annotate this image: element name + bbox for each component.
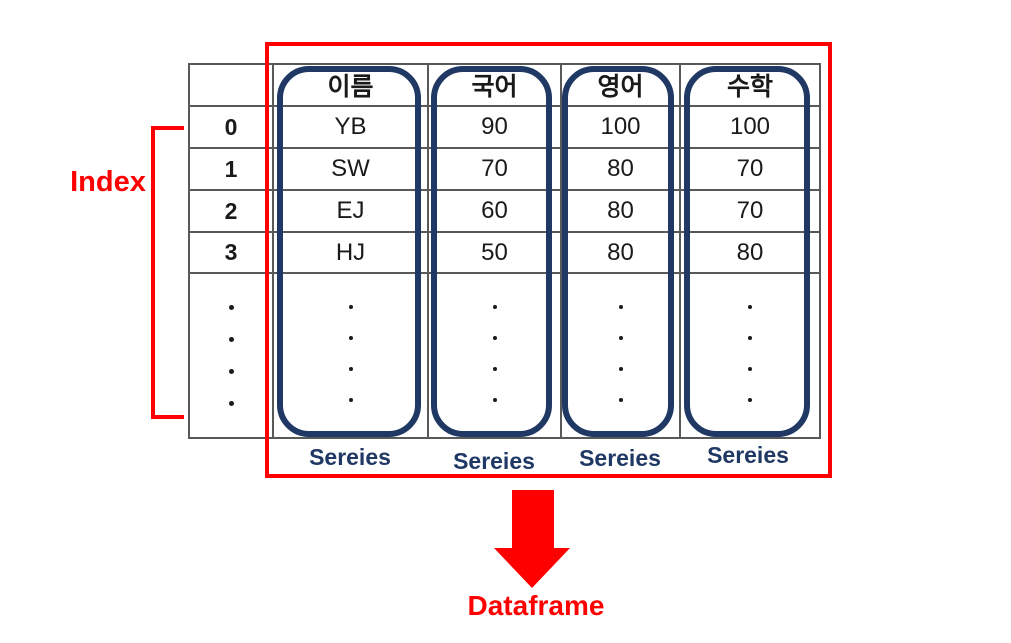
continuation-cell	[681, 274, 819, 437]
column-header-name: 이름	[274, 65, 429, 107]
continuation-dot	[492, 398, 497, 402]
continuation-dot	[618, 367, 623, 371]
data-cell: 100	[681, 107, 819, 149]
continuation-dot	[348, 398, 353, 402]
continuation-dot	[348, 367, 353, 371]
dataframe-label: Dataframe	[467, 590, 605, 621]
data-cell: EJ	[274, 191, 429, 233]
index-header-cell	[190, 65, 274, 107]
series-highlight-box-math	[684, 66, 810, 437]
continuation-dot	[748, 305, 752, 309]
continuation-dot	[492, 305, 497, 309]
continuation-cell	[429, 274, 562, 437]
column-header-korean: 국어	[429, 65, 562, 107]
continuation-cell	[562, 274, 681, 437]
index-bracket	[151, 126, 184, 419]
dataframe-outline-box	[265, 42, 832, 478]
index-label: Index	[70, 166, 146, 198]
index-cell: 3	[190, 233, 274, 274]
continuation-dot	[748, 398, 752, 402]
index-cell: 2	[190, 191, 274, 233]
series-label: Sereies	[707, 442, 789, 468]
continuation-dot	[618, 305, 623, 309]
continuation-cell	[274, 274, 429, 437]
data-table: 이름 국어 영어 수학 0 YB 90 100 100 1 SW 70 80 7…	[188, 63, 821, 439]
index-cell: 1	[190, 149, 274, 191]
data-cell: 70	[681, 191, 819, 233]
data-cell: 70	[429, 149, 562, 191]
continuation-dot	[492, 367, 497, 371]
continuation-dot	[228, 401, 234, 406]
series-highlight-box-english	[562, 66, 674, 437]
continuation-cell-index	[190, 274, 274, 437]
data-cell: YB	[274, 107, 429, 149]
data-cell: 100	[562, 107, 681, 149]
series-label: Sereies	[453, 448, 535, 474]
data-cell: 60	[429, 191, 562, 233]
down-arrow-shaft	[512, 490, 554, 549]
continuation-dot	[348, 305, 353, 309]
data-cell: SW	[274, 149, 429, 191]
series-label: Sereies	[579, 445, 661, 471]
continuation-dot	[748, 367, 752, 371]
data-cell: 50	[429, 233, 562, 274]
continuation-dot	[618, 336, 623, 340]
series-label: Sereies	[309, 444, 391, 470]
data-cell: 80	[562, 191, 681, 233]
data-cell: 80	[681, 233, 819, 274]
down-arrow-head	[494, 548, 570, 588]
column-header-english: 영어	[562, 65, 681, 107]
continuation-dot	[748, 336, 752, 340]
continuation-dot	[228, 305, 234, 310]
index-cell: 0	[190, 107, 274, 149]
continuation-dot	[492, 336, 497, 340]
continuation-dot	[228, 337, 234, 342]
series-highlight-box-korean	[431, 66, 552, 437]
continuation-dot	[618, 398, 623, 402]
data-cell: 70	[681, 149, 819, 191]
continuation-dot	[228, 369, 234, 374]
column-header-math: 수학	[681, 65, 819, 107]
data-cell: 80	[562, 149, 681, 191]
data-cell: HJ	[274, 233, 429, 274]
data-cell: 90	[429, 107, 562, 149]
continuation-dot	[348, 336, 353, 340]
series-highlight-box-name	[277, 66, 421, 437]
data-cell: 80	[562, 233, 681, 274]
